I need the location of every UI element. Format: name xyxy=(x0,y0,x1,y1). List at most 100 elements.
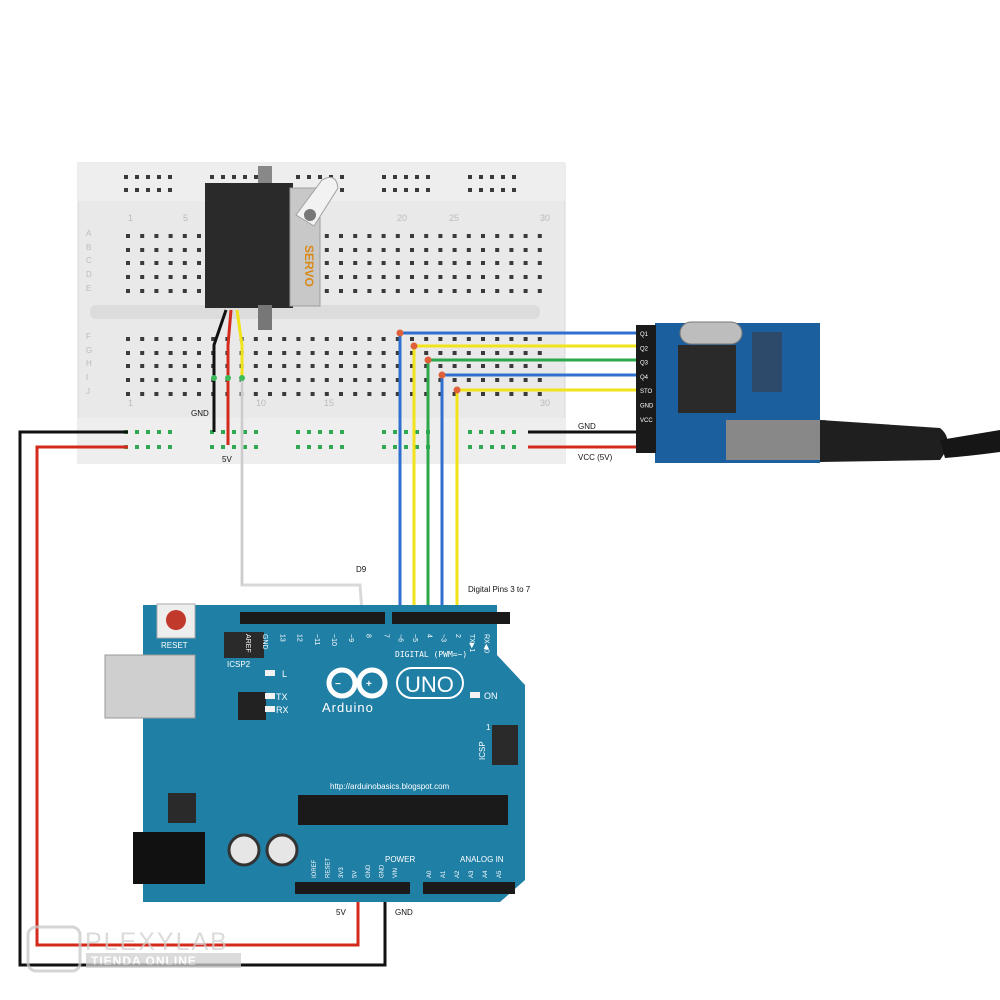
capacitor-1 xyxy=(227,833,261,867)
breadboard-hole xyxy=(537,289,542,293)
rail-hole xyxy=(232,175,236,179)
breadboard-hole xyxy=(353,378,358,382)
breadboard-hole xyxy=(353,392,358,396)
breadboard-hole xyxy=(140,392,145,396)
rail-hole xyxy=(146,430,150,434)
breadboard-hole xyxy=(495,289,500,293)
power-pin-label: RESET xyxy=(326,858,332,878)
breadboard-hole xyxy=(367,275,372,279)
breadboard-hole xyxy=(523,378,528,382)
rail-hole xyxy=(490,188,494,192)
col-number: 15 xyxy=(324,398,334,408)
breadboard-hole xyxy=(282,364,287,368)
rail-hole xyxy=(415,430,419,434)
breadboard-hole xyxy=(509,378,514,382)
breadboard-hole xyxy=(466,392,471,396)
breadboard-hole xyxy=(466,337,471,341)
breadboard-hole xyxy=(452,378,457,382)
digital-pin-label: 4 xyxy=(425,634,432,638)
breadboard-hole xyxy=(495,275,500,279)
rail-hole xyxy=(307,175,311,179)
breadboard-hole xyxy=(154,392,159,396)
rail-hole xyxy=(501,445,505,449)
breadboard-hole xyxy=(523,289,528,293)
rail-hole xyxy=(254,430,258,434)
rail-hole xyxy=(382,430,386,434)
rail-hole xyxy=(135,175,139,179)
breadboard-hole xyxy=(168,364,173,368)
power-header xyxy=(295,882,410,894)
breadboard-hole xyxy=(253,337,258,341)
breadboard-hole xyxy=(537,378,542,382)
icsp-header xyxy=(492,725,518,765)
breadboard-hole xyxy=(381,234,386,238)
breadboard-hole xyxy=(253,364,258,368)
breadboard-hole xyxy=(339,392,343,396)
analog-pin-label: A2 xyxy=(455,870,461,878)
breadboard-hole xyxy=(410,392,414,396)
reset-button[interactable] xyxy=(166,610,186,630)
rail-hole xyxy=(512,188,516,192)
breadboard-hole xyxy=(395,234,400,238)
breadboard-hole xyxy=(523,392,528,396)
power-pin-label: GND xyxy=(380,864,386,878)
d9-label: D9 xyxy=(356,565,367,574)
rail-hole xyxy=(318,175,322,179)
breadboard-hole xyxy=(438,351,443,355)
breadboard-hole xyxy=(481,364,485,368)
breadboard-hole xyxy=(509,275,514,279)
breadboard-hole xyxy=(367,364,372,368)
breadboard-hole xyxy=(381,275,386,279)
servo-body xyxy=(205,183,293,308)
rail-hole xyxy=(296,175,300,179)
digital-pins-label: Digital Pins 3 to 7 xyxy=(468,585,531,594)
rail-hole xyxy=(135,445,139,449)
rail-hole xyxy=(232,445,236,449)
power-label: POWER xyxy=(385,855,415,864)
brand-label: Arduino xyxy=(322,700,374,715)
rail-hole xyxy=(479,430,483,434)
breadboard-hole xyxy=(509,248,514,252)
gnd-wire xyxy=(18,430,387,967)
breadboard-hole xyxy=(367,351,372,355)
breadboard-hole xyxy=(452,248,457,252)
breadboard-hole xyxy=(182,364,187,368)
breadboard-hole xyxy=(466,364,471,368)
col-number: 10 xyxy=(256,398,266,408)
breadboard-hole xyxy=(395,289,400,293)
breadboard-hole xyxy=(353,275,358,279)
breadboard-row-letters: A B C D E F G H I J xyxy=(86,229,92,396)
servo-gnd-label: GND xyxy=(191,409,209,418)
breadboard-hole xyxy=(126,275,130,279)
breadboard-hole xyxy=(154,261,159,265)
rail-hole xyxy=(393,430,397,434)
servo-5v-label: 5V xyxy=(222,455,232,464)
rail-hole xyxy=(210,430,214,434)
breadboard-hole xyxy=(466,378,471,382)
breadboard-hole xyxy=(339,234,343,238)
rail-hole xyxy=(512,430,516,434)
col-number: 1 xyxy=(128,213,133,223)
breadboard-hole xyxy=(495,261,500,265)
rail-hole xyxy=(210,175,214,179)
breadboard-hole xyxy=(523,234,528,238)
breadboard-hole xyxy=(381,261,386,265)
breadboard-hole xyxy=(452,392,457,396)
breadboard-hole xyxy=(452,275,457,279)
breadboard-hole xyxy=(282,392,287,396)
breadboard-hole xyxy=(126,351,130,355)
breadboard-hole xyxy=(537,234,542,238)
power-pin-label: 5V xyxy=(353,871,359,878)
breadboard-hole xyxy=(140,234,145,238)
breadboard-hole xyxy=(126,248,130,252)
breadboard-bottom-rail xyxy=(78,418,565,463)
breadboard-hole xyxy=(367,261,372,265)
breadboard-hole xyxy=(395,248,400,252)
row-letter: B xyxy=(86,243,91,252)
breadboard-hole xyxy=(296,364,301,368)
breadboard-hole xyxy=(481,289,485,293)
rail-hole xyxy=(468,445,472,449)
